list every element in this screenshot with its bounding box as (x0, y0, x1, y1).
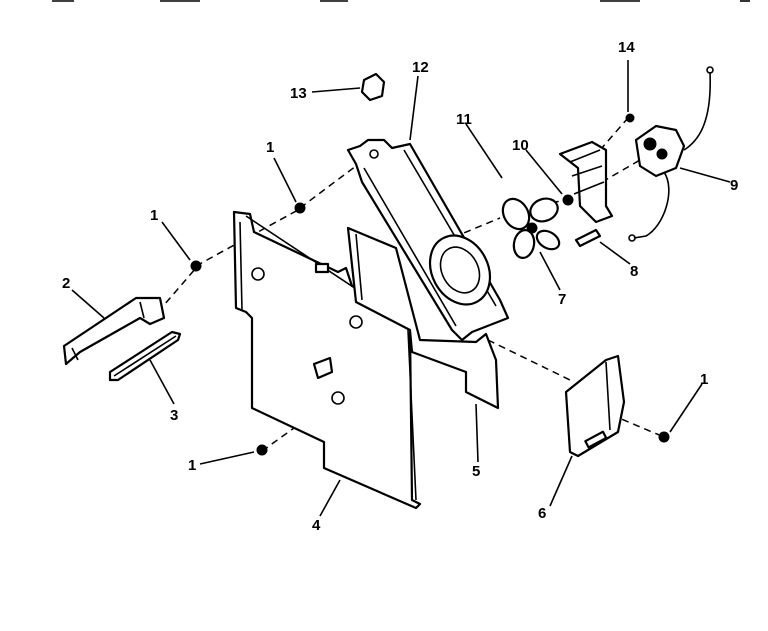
part-14-screw (625, 113, 635, 123)
callout-13: 13 (290, 85, 307, 102)
part-6-bracket (564, 354, 626, 458)
callout-12: 12 (412, 59, 429, 76)
part-1-screw-mid (294, 202, 306, 214)
callouts: 1 1 1 1 2 3 4 5 6 7 8 9 10 11 12 13 14 (62, 39, 738, 534)
part-10-screw (562, 194, 574, 206)
callout-14: 14 (618, 39, 635, 56)
part-1-screw-left (190, 260, 202, 272)
callout-6: 6 (538, 505, 546, 522)
callout-10: 10 (512, 137, 529, 154)
part-1-screw-bottom (256, 444, 268, 456)
callout-9: 9 (730, 177, 738, 194)
part-3-strip (108, 330, 182, 382)
part-13-nut (360, 72, 386, 102)
part-9-motor (628, 66, 714, 242)
leader-lines (71, 60, 731, 517)
part-8-screw (574, 228, 602, 248)
callout-3: 3 (170, 407, 178, 424)
callout-7: 7 (558, 291, 566, 308)
part-9-motor-bracket (558, 140, 614, 224)
part-1-screw-right (658, 431, 670, 443)
callout-4: 4 (312, 517, 321, 534)
part-2-channel (62, 296, 166, 366)
part-7-fan-blade (501, 197, 561, 259)
part-12-fan-bracket (346, 138, 510, 342)
hardware (190, 72, 670, 456)
callout-11: 11 (456, 111, 472, 128)
callout-1-mid: 1 (266, 139, 274, 156)
callout-8: 8 (630, 263, 638, 280)
callout-2: 2 (62, 275, 70, 292)
callout-1-bottom: 1 (188, 457, 196, 474)
callout-5: 5 (472, 463, 480, 480)
part-5-rear-panel (346, 226, 500, 410)
callout-1-right: 1 (700, 371, 708, 388)
callout-1-left: 1 (150, 207, 158, 224)
